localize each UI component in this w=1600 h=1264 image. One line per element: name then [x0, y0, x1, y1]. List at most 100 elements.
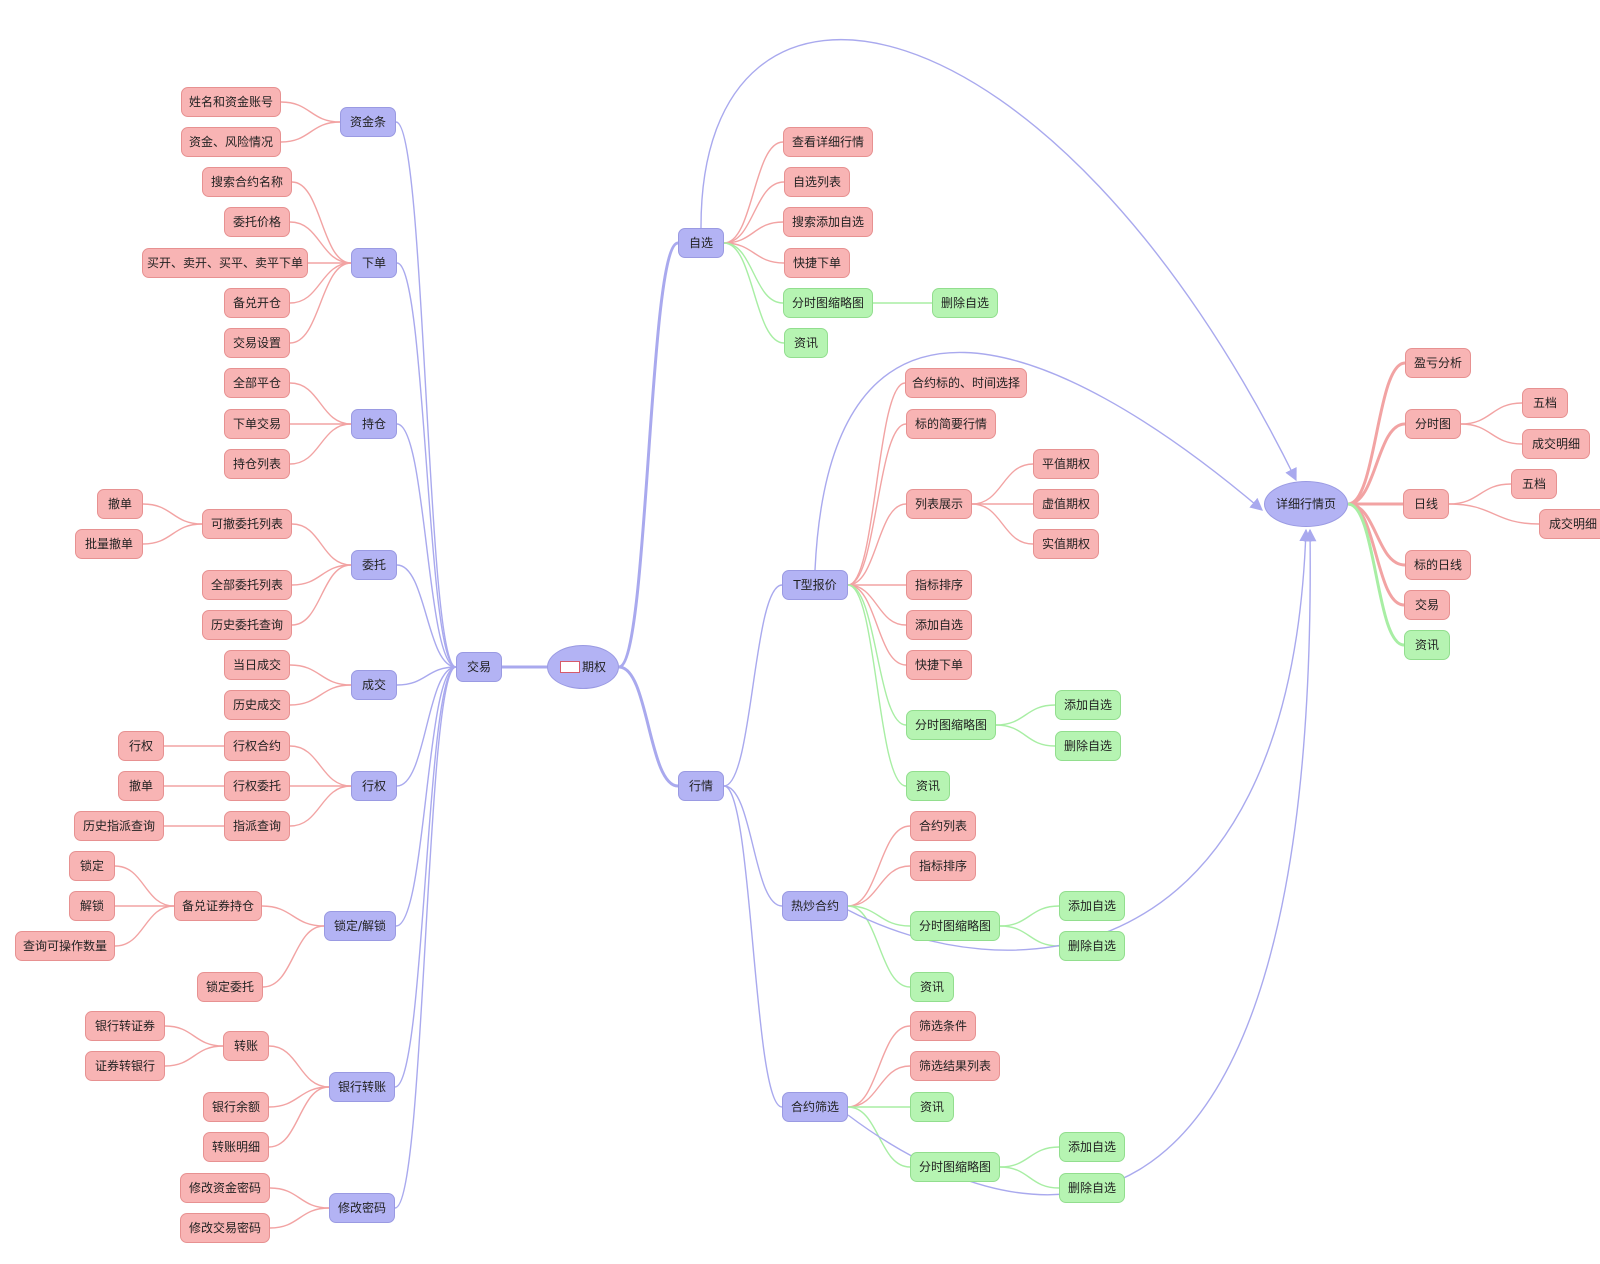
node-t-xu[interactable]: 虚值期权: [1033, 489, 1099, 519]
node-h-rank[interactable]: 指标排序: [910, 851, 976, 881]
edge-weituo-n_allorders: [291, 564, 352, 586]
node-t-list[interactable]: 列表展示: [906, 489, 972, 519]
node-d-news[interactable]: 资讯: [1404, 630, 1450, 660]
node-tquote[interactable]: T型报价: [782, 570, 848, 600]
node-t-thumb-del[interactable]: 删除自选: [1055, 731, 1121, 761]
node-f-result[interactable]: 筛选结果列表: [910, 1051, 1000, 1081]
node-mima[interactable]: 修改密码: [329, 1193, 395, 1223]
node-n-balance[interactable]: 银行余额: [203, 1092, 269, 1122]
node-n-order[interactable]: 下单交易: [224, 409, 290, 439]
node-d-daily[interactable]: 日线: [1403, 489, 1449, 519]
node-label: 资讯: [919, 1100, 944, 1114]
node-n-chedan2[interactable]: 撤单: [118, 771, 164, 801]
node-h-add[interactable]: 添加自选: [1059, 891, 1125, 921]
node-n-tset[interactable]: 交易设置: [224, 328, 290, 358]
node-t-thumb[interactable]: 分时图缩略图: [906, 710, 996, 740]
node-n-search[interactable]: 搜索合约名称: [202, 167, 292, 197]
node-d-fenshi[interactable]: 分时图: [1405, 409, 1461, 439]
node-n-bdzq[interactable]: 备兑证券持仓: [174, 891, 262, 921]
node-d-deal1[interactable]: 成交明细: [1522, 429, 1590, 459]
node-d-udaily[interactable]: 标的日线: [1405, 550, 1471, 580]
node-z-news[interactable]: 资讯: [784, 328, 828, 358]
node-f-cond[interactable]: 筛选条件: [910, 1011, 976, 1041]
node-n-name[interactable]: 姓名和资金账号: [181, 87, 281, 117]
node-n-price[interactable]: 委托价格: [224, 207, 290, 237]
node-f-thumb[interactable]: 分时图缩略图: [910, 1152, 1000, 1182]
node-d-trade[interactable]: 交易: [1404, 590, 1450, 620]
node-filter[interactable]: 合约筛选: [782, 1092, 848, 1122]
node-n-histdeal[interactable]: 历史成交: [224, 690, 290, 720]
node-detail[interactable]: 详细行情页: [1264, 481, 1348, 527]
node-z-searchadd[interactable]: 搜索添加自选: [783, 207, 873, 237]
node-chicang[interactable]: 持仓: [351, 409, 397, 439]
edge-xiadan-n_price: [289, 221, 352, 264]
node-h-list[interactable]: 合约列表: [910, 811, 976, 841]
node-n-allorders[interactable]: 全部委托列表: [202, 570, 292, 600]
node-t-brief[interactable]: 标的简要行情: [906, 409, 996, 439]
node-n-today[interactable]: 当日成交: [224, 650, 290, 680]
node-weituo[interactable]: 委托: [351, 550, 397, 580]
node-n-historders[interactable]: 历史委托查询: [202, 610, 292, 640]
node-n-b2s[interactable]: 银行转证券: [85, 1011, 165, 1041]
node-n-batch[interactable]: 批量撤单: [75, 529, 143, 559]
node-d-wudang1[interactable]: 五档: [1522, 388, 1568, 418]
node-n-s2b[interactable]: 证券转银行: [85, 1051, 165, 1081]
node-h-thumb[interactable]: 分时图缩略图: [910, 911, 1000, 941]
node-z-thumb[interactable]: 分时图缩略图: [783, 288, 873, 318]
node-n-query[interactable]: 查询可操作数量: [15, 931, 115, 961]
node-n-beidui[interactable]: 备兑开仓: [224, 288, 290, 318]
node-trade[interactable]: 交易: [456, 652, 502, 682]
node-n-zpcx[interactable]: 指派查询: [224, 811, 290, 841]
node-n-allclose[interactable]: 全部平仓: [224, 368, 290, 398]
node-n-xqhy[interactable]: 行权合约: [224, 731, 290, 761]
node-zijintiao[interactable]: 资金条: [340, 107, 396, 137]
node-t-news[interactable]: 资讯: [906, 771, 950, 801]
node-xingquan[interactable]: 行权: [351, 771, 397, 801]
node-yinhang[interactable]: 银行转账: [329, 1072, 395, 1102]
node-t-thumb-add[interactable]: 添加自选: [1055, 690, 1121, 720]
node-n-fundpwd[interactable]: 修改资金密码: [180, 1173, 270, 1203]
node-f-del[interactable]: 删除自选: [1059, 1173, 1125, 1203]
node-n-chedan1[interactable]: 撤单: [97, 489, 143, 519]
node-label: 列表展示: [914, 497, 963, 511]
node-n-lock[interactable]: 锁定: [69, 851, 115, 881]
node-h-del[interactable]: 删除自选: [1059, 931, 1125, 961]
node-d-wudang2[interactable]: 五档: [1511, 469, 1557, 499]
node-n-lockwt[interactable]: 锁定委托: [197, 972, 263, 1002]
node-label: 下单: [361, 256, 386, 270]
node-z-del[interactable]: 删除自选: [932, 288, 998, 318]
node-chengjiao[interactable]: 成交: [351, 670, 397, 700]
node-root[interactable]: 期权: [547, 645, 619, 689]
node-zixuan[interactable]: 自选: [678, 228, 724, 258]
node-h-news[interactable]: 资讯: [910, 972, 954, 1002]
node-z-quick[interactable]: 快捷下单: [784, 248, 850, 278]
node-hot[interactable]: 热炒合约: [782, 891, 848, 921]
node-t-ping[interactable]: 平值期权: [1033, 449, 1099, 479]
node-z-detail[interactable]: 查看详细行情: [783, 127, 873, 157]
node-suoding[interactable]: 锁定/解锁: [324, 911, 396, 941]
node-n-lszp[interactable]: 历史指派查询: [74, 811, 164, 841]
node-hangqing[interactable]: 行情: [678, 771, 724, 801]
node-xiadan[interactable]: 下单: [351, 248, 397, 278]
node-d-deal2[interactable]: 成交明细: [1539, 509, 1600, 539]
node-f-news[interactable]: 资讯: [910, 1092, 954, 1122]
node-n-unlock[interactable]: 解锁: [69, 891, 115, 921]
node-n-tradepwd[interactable]: 修改交易密码: [180, 1213, 270, 1243]
node-f-add[interactable]: 添加自选: [1059, 1132, 1125, 1162]
node-t-add[interactable]: 添加自选: [906, 610, 972, 640]
node-n-detail[interactable]: 转账明细: [203, 1132, 269, 1162]
node-t-sel[interactable]: 合约标的、时间选择: [905, 368, 1027, 398]
node-n-cancelable[interactable]: 可撤委托列表: [202, 509, 292, 539]
edge-trade-weituo: [396, 564, 457, 668]
node-t-rank[interactable]: 指标排序: [906, 570, 972, 600]
node-n-xq[interactable]: 行权: [118, 731, 164, 761]
node-t-shi[interactable]: 实值期权: [1033, 529, 1099, 559]
node-n-fund[interactable]: 资金、风险情况: [181, 127, 281, 157]
node-z-list[interactable]: 自选列表: [784, 167, 850, 197]
node-n-transfer[interactable]: 转账: [223, 1031, 269, 1061]
node-t-quick[interactable]: 快捷下单: [906, 650, 972, 680]
node-d-pnl[interactable]: 盈亏分析: [1405, 348, 1471, 378]
node-n-buysell[interactable]: 买开、卖开、买平、卖平下单: [142, 248, 308, 278]
node-n-xqwt[interactable]: 行权委托: [224, 771, 290, 801]
node-n-poslist[interactable]: 持仓列表: [224, 449, 290, 479]
